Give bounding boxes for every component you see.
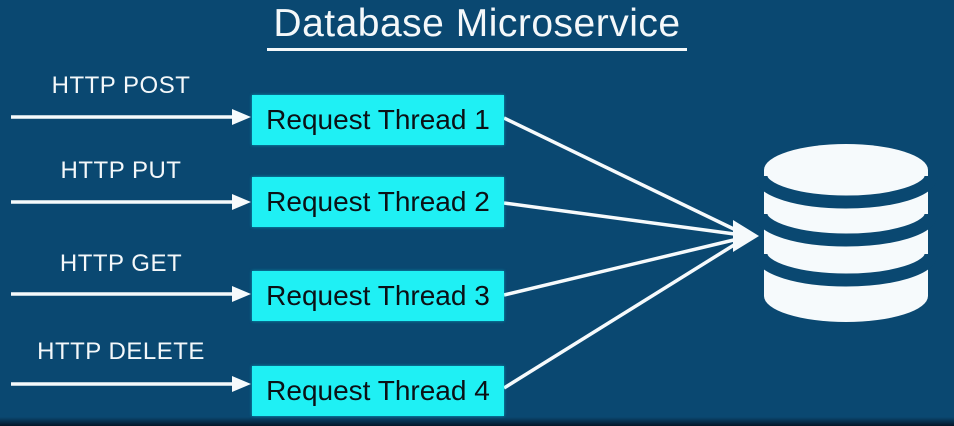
request-thread-1-label: Request Thread 1 [266,104,490,135]
http-put-label: HTTP PUT [60,157,182,184]
database-icon [754,144,938,322]
http-get-label: HTTP GET [59,250,183,277]
converge-arrowhead [733,220,759,252]
request-thread-1-box: Request Thread 1 [252,95,504,145]
diagram-title: Database Microservice [0,2,954,51]
http-delete-arrow [11,376,251,392]
request-thread-4-label: Request Thread 4 [266,375,490,406]
thread3-to-database-arrow [503,236,743,297]
bottom-vignette [0,417,954,426]
thread2-to-database-arrow [503,201,743,237]
diagram-title-text: Database Microservice [267,2,687,51]
request-thread-2-label: Request Thread 2 [266,186,490,217]
http-post-label: HTTP POST [51,72,191,99]
http-delete-label: HTTP DELETE [37,338,205,365]
request-thread-3-label: Request Thread 3 [266,280,490,311]
thread1-to-database-arrow [503,116,743,235]
request-thread-3-box: Request Thread 3 [252,271,504,321]
thread4-to-database-arrow [503,238,743,390]
http-post-arrow [11,109,251,125]
http-get-arrow [11,286,251,302]
request-thread-4-box: Request Thread 4 [252,366,504,416]
request-thread-2-box: Request Thread 2 [252,177,504,227]
http-put-arrow [11,194,251,210]
